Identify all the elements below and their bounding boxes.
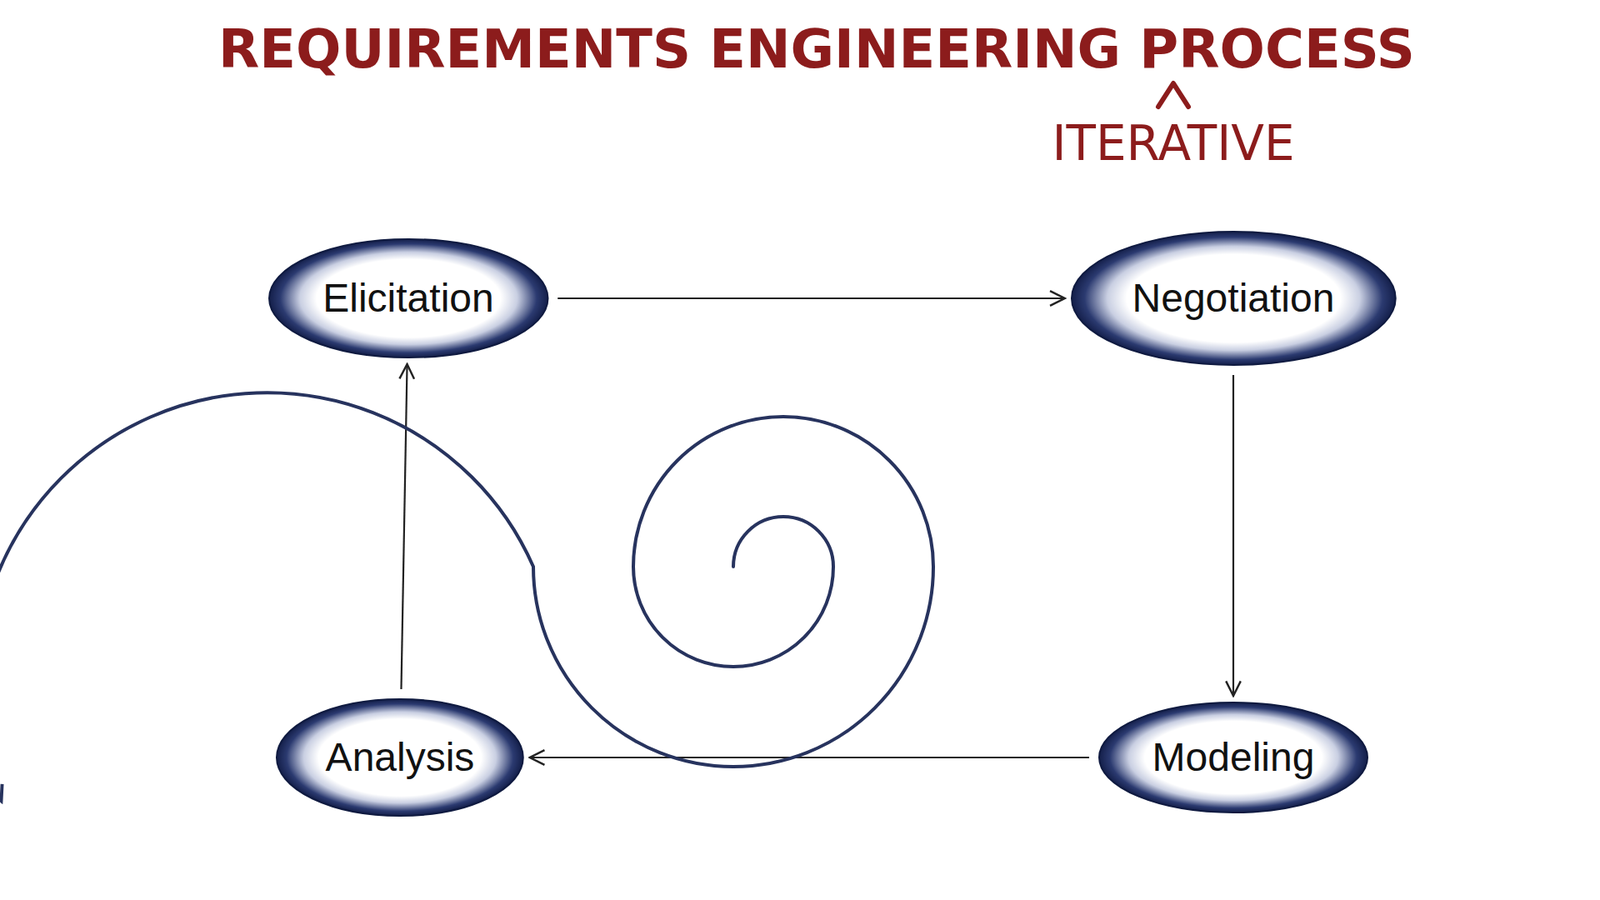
flow-arrow [1232,375,1235,696]
ellipse-shape [269,239,548,358]
insertion-caret [1158,83,1189,107]
node-content: Modeling [1097,700,1370,815]
flow-arrow [400,364,407,690]
process-ellipse: Negotiation [1070,230,1398,367]
ellipse-shape [276,699,524,816]
node-label: Modeling [1152,735,1315,780]
process-ellipse: Elicitation [267,237,550,360]
node-label: Negotiation [1132,276,1335,321]
diagram-title: REQUIREMENTS ENGINEERING PROCESS [218,18,1415,80]
flow-arrow [557,297,1065,300]
node-label: Elicitation [322,276,494,321]
node-content: Elicitation [267,237,550,360]
ellipse-shape [1071,231,1396,365]
iteration-spiral [0,392,934,800]
process-ellipse: Analysis [275,697,525,818]
node-label: Analysis [325,735,475,780]
process-ellipse: Modeling [1097,700,1370,815]
flow-arrow [530,756,1090,759]
node-content: Negotiation [1070,230,1398,367]
ellipse-shape [1099,702,1368,813]
annotation-label: ITERATIVE [1051,115,1295,172]
node-content: Analysis [275,697,525,818]
